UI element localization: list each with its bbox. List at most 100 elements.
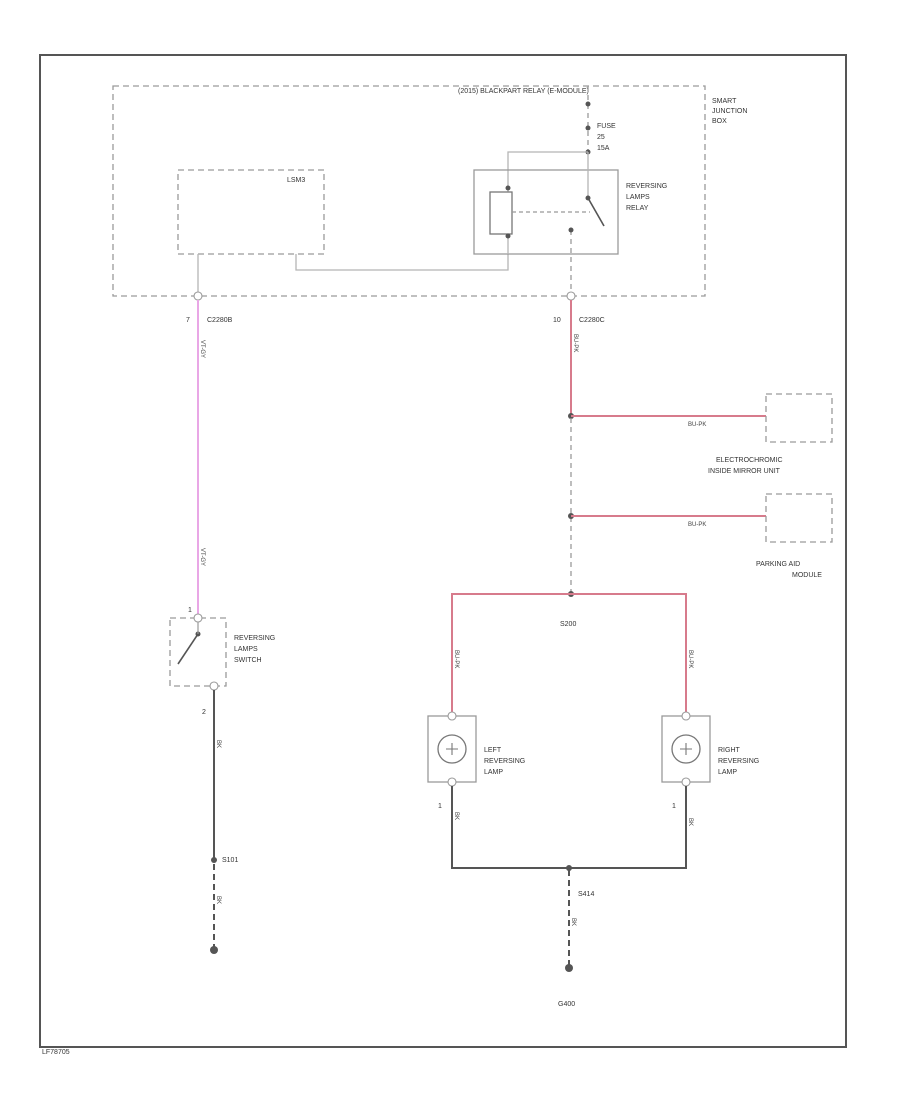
switch-outline — [169, 617, 227, 687]
mirror-unit-outline — [765, 393, 833, 443]
lamp-supply-split: BU-PK BU-PK — [451, 593, 693, 716]
splice-s414 — [566, 865, 572, 871]
lsm-module-outline — [177, 169, 325, 255]
wire-vt-gy-lower-label: VT-GY — [199, 548, 205, 566]
wire-bk-switch-label: BK — [215, 740, 221, 748]
connector-c2280b: 7 C2280B — [186, 291, 233, 324]
right-lamp-pin: 1 — [672, 803, 676, 810]
relay-outline — [473, 169, 619, 255]
left-lamp-filament — [446, 743, 458, 755]
parking-aid-module: BU-PK PARKING AID MODULE — [571, 493, 833, 579]
sjb-label-line3: BOX — [712, 118, 727, 125]
fuse-terminal-top — [585, 101, 591, 107]
fuse-label-line2: 25 — [597, 134, 605, 141]
sjb-label-line1: SMART — [712, 98, 737, 105]
wire-vt-gy: VT-GY VT-GY — [197, 300, 205, 618]
connector-c2280c-pin-number: 10 — [553, 317, 561, 324]
switch-blade — [177, 633, 199, 665]
fuse-label-line3: 15A — [597, 145, 610, 152]
right-lamp-label-line1: RIGHT — [718, 747, 741, 754]
parking-aid-label-line2: MODULE — [792, 572, 822, 579]
fuse-terminal-mid — [585, 125, 591, 131]
ground-g400-label: G400 — [558, 1001, 575, 1008]
wire-bu-pk-mirror-label: BU-PK — [688, 422, 706, 428]
left-lamp-terminal-top — [447, 711, 457, 721]
reversing-lamps-relay: REVERSING LAMPS RELAY — [473, 152, 667, 296]
connector-c2280c-id: C2280C — [579, 317, 605, 324]
switch-label-line2: LAMPS — [234, 646, 258, 653]
lsm-to-relay-wire — [295, 254, 509, 271]
mirror-unit-label-line1: ELECTROCHROMIC — [716, 457, 783, 464]
parking-aid-label-line1: PARKING AID — [756, 561, 800, 568]
left-lamp-terminal-bottom — [447, 777, 457, 787]
wire-bk-ground-right-label: BK — [570, 918, 576, 926]
wire-bu-pk-main-label: BU-PK — [572, 334, 578, 352]
wire-bk-right-lamp-label: BK — [687, 818, 693, 826]
relay-coil-terminal-bottom — [505, 233, 511, 239]
wire-bu-pk-split — [451, 593, 687, 716]
wire-bk-left-lamp-label: BK — [453, 812, 459, 820]
splice-s200-label: S200 — [560, 621, 576, 628]
left-lamp-label-line2: REVERSING — [484, 758, 525, 765]
connector-c2280c-pin — [566, 291, 576, 301]
lsm-module: LSM3 — [177, 169, 325, 255]
switch-pin-out: 2 — [202, 709, 206, 716]
relay-supply-wire — [507, 151, 588, 186]
lamp-ground-circuit: BK BK S414 BK G400 — [451, 786, 693, 1008]
sjb-label-line2: JUNCTION — [712, 108, 747, 115]
electrochromic-inside-mirror-unit: BU-PK ELECTROCHROMIC INSIDE MIRROR UNIT — [571, 393, 833, 475]
right-lamp-terminal-bottom — [681, 777, 691, 787]
splice-s101 — [211, 857, 217, 863]
switch-label-line3: SWITCH — [234, 657, 262, 664]
ground-left-terminal — [210, 946, 218, 954]
fuse-label-line1: FUSE — [597, 123, 616, 130]
wire-bk-ground-left-label: BK — [215, 896, 221, 904]
left-lamp-label-line1: LEFT — [484, 747, 502, 754]
diagram-reference-code: LF78705 — [42, 1049, 70, 1056]
relay-coil-terminal — [505, 185, 511, 191]
right-reversing-lamp: 1 RIGHT REVERSING LAMP — [661, 711, 759, 810]
lsm-module-label: LSM3 — [287, 177, 305, 184]
splice-s414-label: S414 — [578, 891, 594, 898]
right-lamp-label-line3: LAMP — [718, 769, 737, 776]
wire-vt-gy-upper-label: VT-GY — [199, 340, 205, 358]
left-lamp-pin: 1 — [438, 803, 442, 810]
connector-c2280b-id: C2280B — [207, 317, 233, 324]
reversing-lamps-switch: 1 2 REVERSING LAMPS SWITCH — [169, 607, 275, 716]
connector-c2280b-pin — [193, 291, 203, 301]
mirror-unit-label-line2: INSIDE MIRROR UNIT — [708, 468, 781, 475]
left-lamp-label-line3: LAMP — [484, 769, 503, 776]
ground-g400-terminal — [565, 964, 573, 972]
relay-label-line2: LAMPS — [626, 194, 650, 201]
diagram-frame — [39, 54, 847, 1048]
splice-s101-label: S101 — [222, 857, 238, 864]
wire-bk-lamps — [451, 786, 687, 869]
relay-label-line1: REVERSING — [626, 183, 667, 190]
smart-junction-box-outline — [112, 85, 706, 297]
right-lamp-terminal-top — [681, 711, 691, 721]
connector-c2280b-pin-number: 7 — [186, 317, 190, 324]
wire-bu-pk-left-label: BU-PK — [453, 650, 459, 668]
fuse-25: FUSE 25 15A — [597, 123, 616, 152]
switch-pin-in: 1 — [188, 607, 192, 614]
relay-label-line3: RELAY — [626, 205, 649, 212]
switch-terminal-bottom — [209, 681, 219, 691]
left-reversing-lamp: 1 LEFT REVERSING LAMP — [427, 711, 525, 810]
switch-label-line1: REVERSING — [234, 635, 275, 642]
switch-ground-circuit: BK S101 BK — [210, 690, 238, 954]
smart-junction-box: (2015) BLACKPART RELAY (E-MODULE) SMART … — [112, 85, 747, 297]
sjb-internal-wiring — [197, 86, 591, 296]
relay-switch-blade — [587, 197, 605, 227]
reversing-lamp-supply-circuit: BU-PK S200 — [560, 300, 578, 628]
right-lamp-filament — [680, 743, 692, 755]
wire-bu-pk-right-label: BU-PK — [687, 650, 693, 668]
wire-bu-pk-parking-label: BU-PK — [688, 522, 706, 528]
relay-output-terminal — [568, 227, 574, 233]
switch-terminal-top — [193, 613, 203, 623]
relay-coil — [489, 191, 513, 235]
connector-c2280c: 10 C2280C — [553, 291, 605, 324]
right-lamp-label-line2: REVERSING — [718, 758, 759, 765]
parking-aid-module-outline — [765, 493, 833, 543]
sjb-header: (2015) BLACKPART RELAY (E-MODULE) — [458, 88, 589, 95]
